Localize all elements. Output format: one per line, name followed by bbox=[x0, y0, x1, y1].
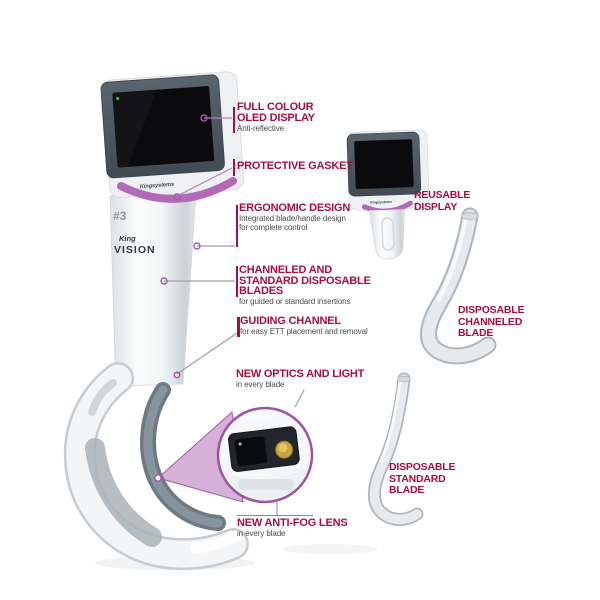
marker-guiding-channel bbox=[173, 371, 181, 379]
tick-oled-display bbox=[232, 107, 235, 133]
label-disposable-standard-blade: DISPOSABLE STANDARD BLADE bbox=[389, 461, 467, 497]
callout-title: CHANNELED AND STANDARD DISPOSABLE BLADES bbox=[239, 264, 371, 297]
camera-module bbox=[228, 426, 300, 472]
marker-ergonomic bbox=[193, 242, 201, 250]
overline-anti-fog bbox=[237, 515, 313, 516]
callout-full-colour-oled: FULL COLOUR OLED DISPLAY Anti-reflective bbox=[237, 102, 332, 133]
disposable-standard-blade-image bbox=[368, 372, 424, 526]
callout-title: NEW OPTICS AND LIGHT bbox=[236, 368, 365, 380]
side-label-title: DISPOSABLE STANDARD BLADE bbox=[389, 461, 456, 496]
device-handle: #3 King VISION bbox=[109, 193, 197, 387]
label-reusable-display: REUSABLE DISPLAY bbox=[414, 189, 476, 213]
anti-fog-lens-window bbox=[238, 479, 294, 490]
callout-protective-gasket: PROTECTIVE GASKET bbox=[237, 161, 397, 172]
marker-blades bbox=[160, 277, 168, 285]
protective-gasket-band bbox=[117, 177, 237, 203]
callout-subtitle: Anti-reflective bbox=[237, 123, 284, 133]
callout-title: PROTECTIVE GASKET bbox=[237, 160, 353, 172]
camera-lens bbox=[234, 436, 268, 467]
maker-logo-text: Kingsystems bbox=[140, 182, 175, 190]
callout-title: NEW ANTI-FOG LENS bbox=[237, 517, 348, 529]
handle-size-marking: #3 bbox=[113, 209, 127, 223]
device-display-head: Kingsystems bbox=[100, 71, 245, 198]
connector-lines bbox=[160, 114, 305, 515]
brand-king-text: King bbox=[119, 234, 136, 243]
callout-disposable-blades: CHANNELED AND STANDARD DISPOSABLE BLADES… bbox=[239, 265, 389, 307]
callout-title: ERGONOMIC DESIGN bbox=[239, 202, 351, 214]
label-disposable-channeled-blade: DISPOSABLE CHANNELED BLADE bbox=[458, 304, 536, 340]
callout-subtitle: for guided or standard insertions bbox=[239, 297, 351, 306]
callout-title: FULL COLOUR OLED DISPLAY bbox=[237, 101, 315, 124]
callout-subtitle: in every blade bbox=[237, 529, 286, 538]
callout-subtitle: for easy ETT placement and removal bbox=[240, 327, 368, 336]
blade-heel-shading bbox=[85, 438, 162, 547]
disposable-channeled-blade-image bbox=[420, 207, 497, 365]
tick-blades bbox=[235, 266, 238, 297]
callout-new-optics: NEW OPTICS AND LIGHT in every blade bbox=[236, 369, 376, 390]
display-screen bbox=[112, 86, 215, 168]
marker-gasket bbox=[173, 193, 181, 201]
callout-ergonomic-design: ERGONOMIC DESIGN Integrated blade/handle… bbox=[239, 203, 364, 232]
device-blade bbox=[63, 362, 249, 570]
callout-title: GUIDING CHANNEL bbox=[240, 315, 341, 327]
tick-guiding-channel bbox=[237, 317, 240, 337]
callout-guiding-channel: GUIDING CHANNEL for easy ETT placement a… bbox=[240, 316, 390, 337]
brand-vision-text: VISION bbox=[114, 244, 156, 256]
power-led bbox=[116, 96, 120, 101]
connector-guiding-channel bbox=[176, 332, 238, 375]
wedge-apex-marker bbox=[154, 474, 162, 482]
reusable-display-image: Kingsystems bbox=[346, 129, 430, 260]
camera-inset bbox=[154, 406, 314, 504]
callout-subtitle: Integrated blade/handle design for compl… bbox=[239, 214, 346, 232]
side-label-title: DISPOSABLE CHANNELED BLADE bbox=[458, 304, 525, 339]
callout-anti-fog-lens: NEW ANTI-FOG LENS in every blade bbox=[237, 518, 377, 539]
tick-ergonomic bbox=[235, 205, 238, 247]
callout-subtitle: in every blade bbox=[236, 380, 285, 389]
marker-oled-display bbox=[200, 114, 208, 122]
connector-gasket bbox=[176, 167, 233, 197]
connector-optics bbox=[294, 389, 305, 408]
side-label-title: REUSABLE DISPLAY bbox=[414, 189, 471, 213]
tick-gasket bbox=[232, 159, 235, 176]
maker-logo-text-small: Kingsystems bbox=[370, 200, 392, 205]
